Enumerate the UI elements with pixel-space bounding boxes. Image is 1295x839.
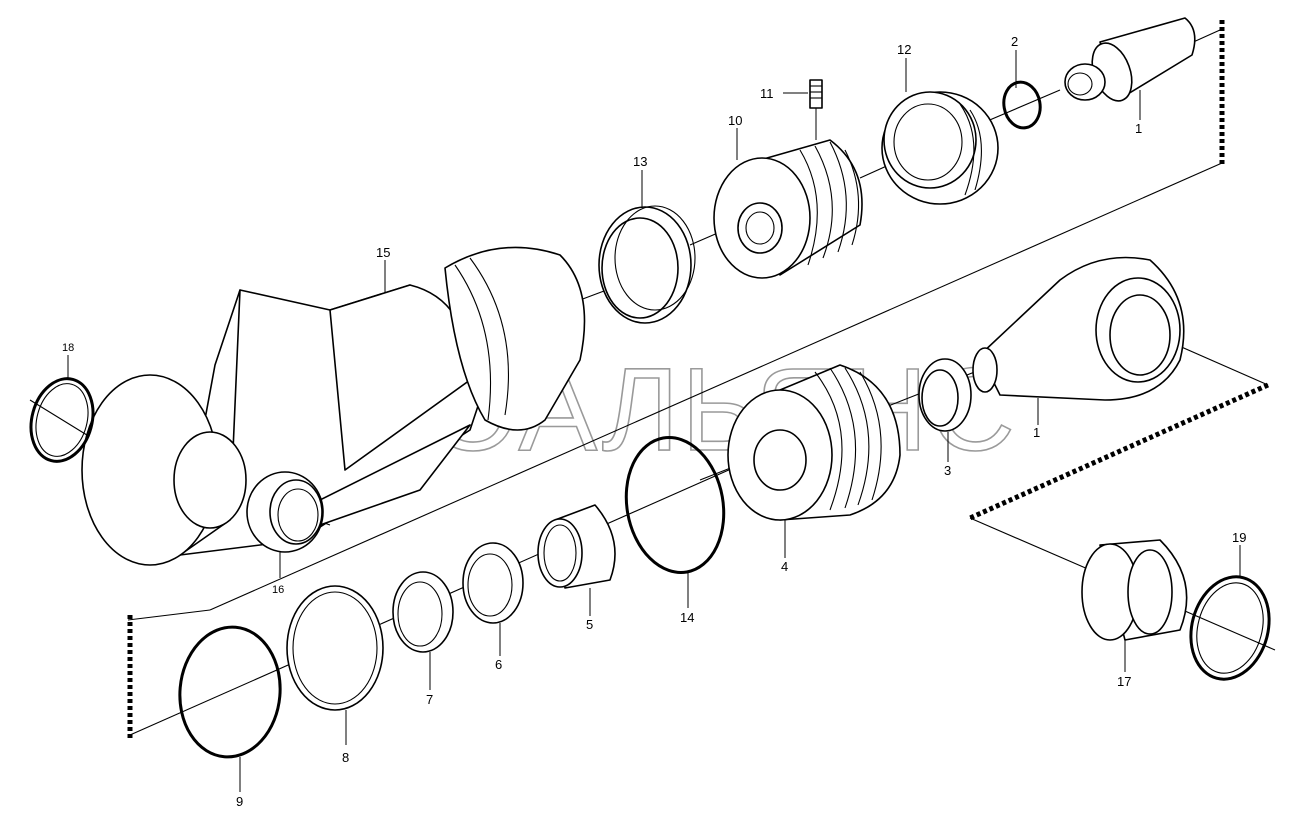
leader-lines [67,50,1241,792]
callout-7: 7 [426,692,433,707]
callout-8: 8 [342,750,349,765]
callout-5: 5 [586,617,593,632]
break-lines [127,20,1270,740]
part-12-seal-ring [881,91,999,205]
part-17-bushing [1081,539,1188,641]
callout-1: 1 [1135,121,1142,136]
callout-13: 13 [633,154,647,169]
part-19-retaining-ring [1189,575,1271,681]
part-13-guide-ring [598,205,696,324]
part-14-o-ring [624,436,726,574]
part-1-rod-eye [972,256,1185,401]
callout-2: 2 [1011,34,1018,49]
callout-9: 9 [236,794,243,809]
callout-4: 4 [781,559,788,574]
callout-6: 6 [495,657,502,672]
part-5-bushing [537,504,616,589]
callout-19: 19 [1232,530,1246,545]
callout-16: 16 [272,584,284,596]
callout-1-lower: 1 [1033,425,1040,440]
part-2-o-ring [1002,80,1042,130]
part-16-bushing [246,471,324,553]
callout-17: 17 [1117,674,1131,689]
callout-14: 14 [680,610,694,625]
part-1-piston-rod [1064,17,1196,102]
part-9-o-ring [178,625,282,759]
part-7-backup-ring [392,571,454,653]
part-6-rod-seal [462,542,524,624]
part-8-support-ring [286,585,384,711]
callout-11: 11 [760,86,774,101]
callout-labels: 1 2 12 11 10 13 15 18 1 3 4 14 5 6 7 8 9… [62,34,1246,809]
callout-12: 12 [897,42,911,57]
callout-18: 18 [62,342,74,354]
part-18-retaining-ring [29,377,95,463]
callout-15: 15 [376,245,390,260]
callout-10: 10 [728,113,742,128]
callout-3: 3 [944,463,951,478]
part-4-cylinder-head [727,364,901,521]
part-11-set-screw [809,79,823,140]
part-3-wiper [918,358,972,432]
part-15-cylinder-tube [81,246,586,566]
part-10-piston [713,139,863,279]
